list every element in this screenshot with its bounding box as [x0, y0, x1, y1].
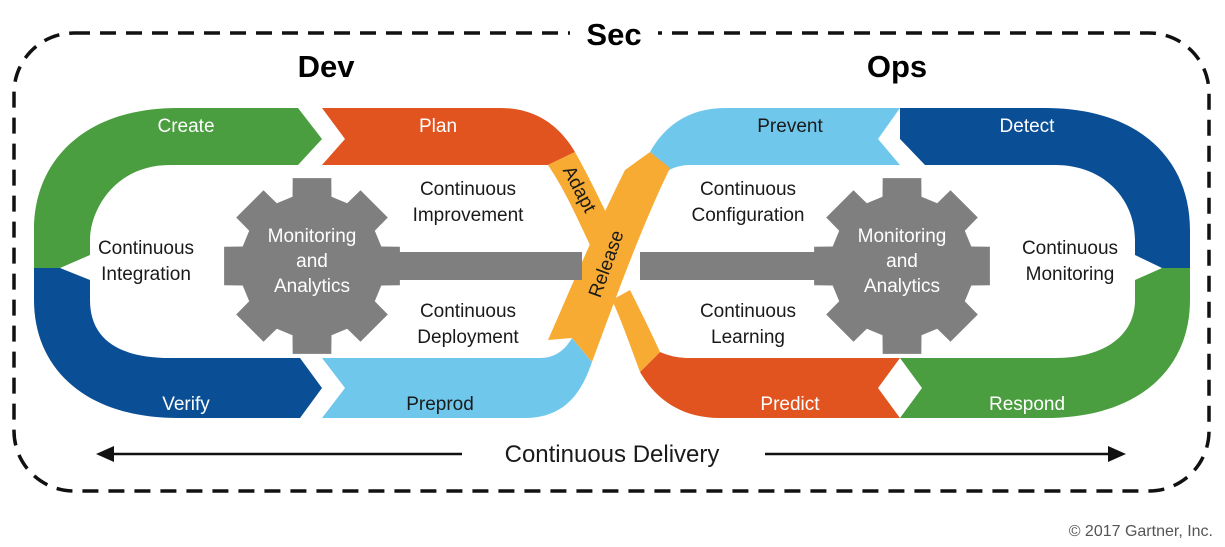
- dev-gear-shaft: [370, 252, 582, 280]
- plan-segment: [322, 108, 575, 165]
- continuous-integration-line-1: Continuous: [98, 238, 194, 259]
- adapt-segment: [548, 152, 612, 245]
- gear-body: [224, 178, 400, 354]
- ops-gear-line-2: and: [886, 251, 918, 272]
- respond-label: Respond: [989, 394, 1065, 415]
- continuous-deployment-line-2: Deployment: [417, 327, 519, 348]
- sec-boundary: [12, 31, 1211, 493]
- release-segment: [548, 152, 670, 362]
- ops-gear-icon: [814, 178, 990, 354]
- continuous-deployment-line-1: Continuous: [420, 301, 516, 322]
- detect-segment: [900, 108, 1190, 268]
- dev-gear-line-1: Monitoring: [268, 226, 357, 247]
- prevent-label: Prevent: [757, 116, 823, 137]
- create-label: Create: [157, 116, 214, 137]
- continuous-learning-line-1: Continuous: [700, 301, 796, 322]
- continuous-improvement-line-2: Improvement: [413, 205, 525, 226]
- continuous-improvement-line-1: Continuous: [420, 179, 516, 200]
- dev-gear-line-2: and: [296, 251, 328, 272]
- continuous-configuration-line-2: Configuration: [691, 205, 804, 226]
- continuous-learning-line-2: Learning: [711, 327, 785, 348]
- create-segment: [34, 108, 322, 268]
- gear-body: [814, 178, 990, 354]
- dev-gear-icon: [224, 178, 400, 354]
- respond-segment: [900, 268, 1190, 418]
- dev-title: Dev: [298, 49, 356, 84]
- plan-label: Plan: [419, 116, 457, 137]
- preprod-segment: [322, 338, 592, 418]
- continuous-configuration-line-1: Continuous: [700, 179, 796, 200]
- detect-label: Detect: [1000, 116, 1056, 137]
- preprod-label: Preprod: [406, 394, 474, 415]
- sec-title-backdrop: [570, 14, 658, 54]
- continuous-integration-line-2: Integration: [101, 264, 191, 285]
- prevent-segment: [650, 108, 900, 175]
- copyright-text: © 2017 Gartner, Inc.: [1069, 523, 1213, 540]
- ops-gear-line-1: Monitoring: [858, 226, 947, 247]
- continuous-delivery-label: Continuous Delivery: [505, 441, 720, 468]
- delivery-arrow-right-head: [1108, 446, 1126, 462]
- verify-segment: [34, 268, 322, 418]
- continuous-monitoring-line-2: Monitoring: [1026, 264, 1115, 285]
- dev-gear-line-3: Analytics: [274, 276, 350, 297]
- delivery-arrow-left-head: [96, 446, 114, 462]
- continuous-monitoring-line-1: Continuous: [1022, 238, 1118, 259]
- release-tail: [612, 290, 660, 372]
- sec-title: Sec: [586, 17, 641, 52]
- ops-title: Ops: [867, 49, 927, 84]
- verify-label: Verify: [162, 394, 210, 415]
- predict-segment: [640, 352, 900, 418]
- predict-label: Predict: [760, 394, 820, 415]
- ops-gear-line-3: Analytics: [864, 276, 940, 297]
